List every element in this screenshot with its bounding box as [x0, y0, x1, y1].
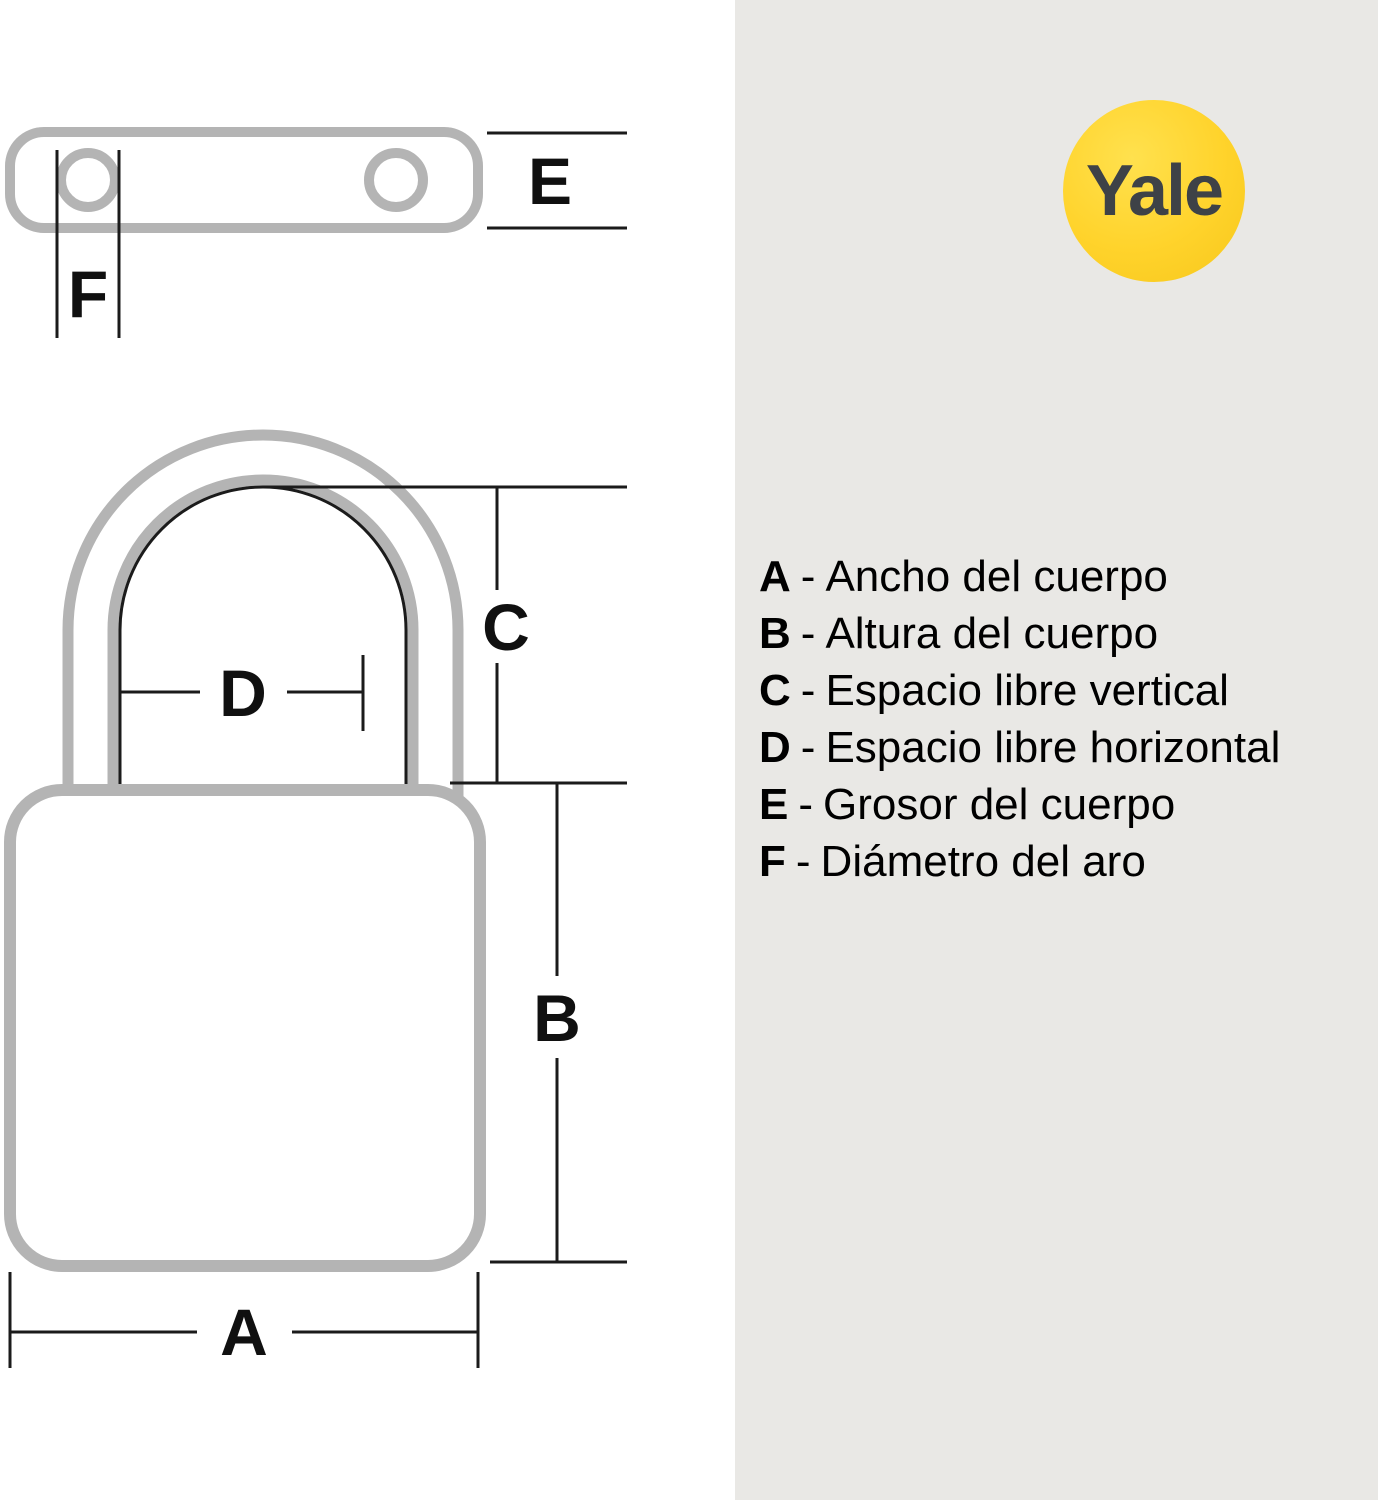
- padlock-body: [4, 784, 486, 1272]
- yale-logo-text: Yale: [1085, 151, 1224, 231]
- dimension-label-c: C: [482, 590, 530, 664]
- legend-item-d: D-Espacio libre horizontal: [759, 719, 1280, 776]
- legend-separator: -: [800, 666, 816, 715]
- dimension-label-e: E: [528, 144, 572, 218]
- dimension-a: A: [8, 1272, 480, 1369]
- dimension-legend: A-Ancho del cuerpo B-Altura del cuerpo C…: [759, 548, 1280, 890]
- info-panel: Yale A-Ancho del cuerpo B-Altura del cue…: [735, 0, 1378, 1500]
- dimension-c: C: [263, 485, 627, 783]
- legend-separator: -: [795, 837, 811, 886]
- legend-item-b: B-Altura del cuerpo: [759, 605, 1280, 662]
- shackle-inner-outline: [107, 474, 419, 810]
- dimension-e: E: [487, 131, 627, 230]
- dimension-label-f: F: [68, 257, 108, 331]
- legend-separator: -: [800, 723, 816, 772]
- padlock-top-view: [5, 127, 483, 233]
- dimension-b: B: [450, 781, 627, 1264]
- legend-label: Espacio libre vertical: [825, 666, 1229, 715]
- legend-key: A: [759, 552, 791, 601]
- legend-label: Grosor del cuerpo: [823, 780, 1176, 829]
- legend-key: D: [759, 723, 791, 772]
- legend-label: Ancho del cuerpo: [825, 552, 1168, 601]
- body-outline: [4, 784, 486, 1272]
- legend-label: Altura del cuerpo: [825, 609, 1159, 658]
- legend-label: Diámetro del aro: [820, 837, 1146, 886]
- top-view-body: [5, 127, 483, 233]
- legend-key: E: [759, 780, 789, 829]
- legend-item-c: C-Espacio libre vertical: [759, 662, 1280, 719]
- padlock-dimension-diagram: E F C D: [4, 127, 627, 1369]
- legend-key: C: [759, 666, 791, 715]
- dimension-f: F: [55, 150, 121, 338]
- legend-key: F: [759, 837, 786, 886]
- dimension-label-a: A: [220, 1295, 268, 1369]
- legend-separator: -: [798, 780, 814, 829]
- legend-separator: -: [800, 552, 816, 601]
- legend-label: Espacio libre horizontal: [825, 723, 1281, 772]
- padlock-shackle: [62, 429, 464, 810]
- dimension-label-d: D: [219, 656, 267, 730]
- dimension-d: D: [120, 655, 365, 731]
- shackle-clearance-outline: [118, 485, 408, 800]
- yale-logo: Yale: [1063, 100, 1245, 282]
- legend-separator: -: [800, 609, 816, 658]
- top-view-shackle-hole-left: [56, 148, 120, 212]
- legend-item-a: A-Ancho del cuerpo: [759, 548, 1280, 605]
- shackle-outer-outline: [62, 429, 464, 810]
- top-view-shackle-hole-right: [364, 148, 428, 212]
- dimension-label-b: B: [533, 981, 581, 1055]
- legend-item-e: E-Grosor del cuerpo: [759, 776, 1280, 833]
- legend-key: B: [759, 609, 791, 658]
- legend-item-f: F-Diámetro del aro: [759, 833, 1280, 890]
